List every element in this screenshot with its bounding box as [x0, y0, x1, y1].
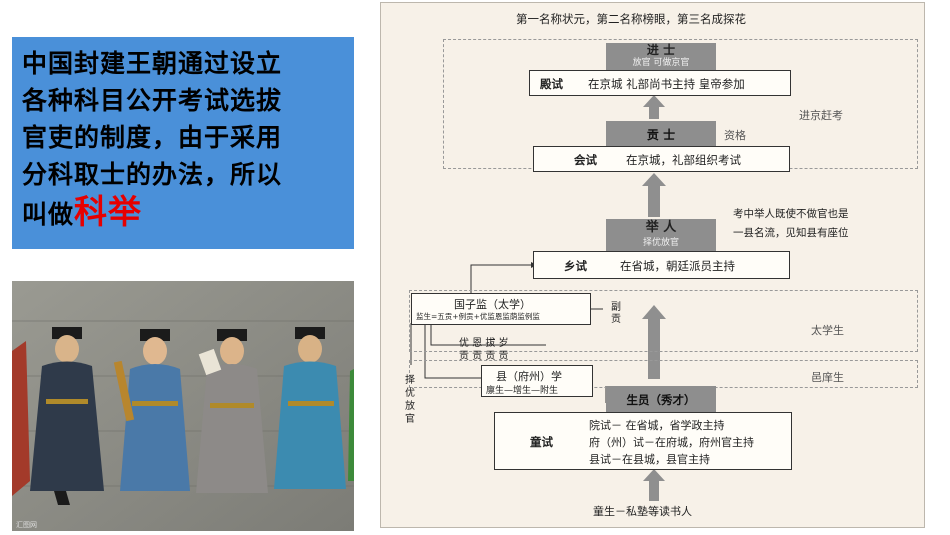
intro-line-5: 叫做科举 — [22, 193, 344, 233]
zeyou-2: 优 — [405, 388, 415, 399]
guozijian-box: 国子监（太学） 监生=五贡+例贡+优监恩监荫监例监 — [411, 293, 591, 325]
juren-title: 举 人 — [645, 220, 677, 235]
arrow-tongsheng-up — [643, 469, 665, 501]
dianshi-box: 殿试 在京城 礼部尚书主持 皇帝参加 — [529, 70, 791, 96]
jinjing-label: 进京赶考 — [799, 109, 843, 122]
connector-guozijian-xiangshi — [470, 264, 531, 293]
gongshi-side: 资格 — [724, 129, 746, 142]
top-note: 第一名称状元，第二名称榜眼，第三名成探花 — [516, 12, 746, 26]
guozijian-sub: 监生=五贡+例贡+优监恩监荫监例监 — [416, 312, 540, 321]
arrow-to-jinshi — [643, 95, 665, 119]
relief-illustration: 汇图网 — [12, 281, 354, 531]
huishi-box: 会试 在京城，礼部组织考试 — [533, 146, 790, 172]
keju-flow-diagram: 第一名称状元，第二名称榜眼，第三名成探花 进 士 放官 可做京官 殿试 在京城 … — [380, 2, 925, 528]
gongshi-box: 贡 士 — [606, 121, 716, 147]
jinshi-title: 进 士 — [646, 43, 676, 57]
yixiangsheng-label: 邑庠生 — [811, 371, 844, 384]
tongshi-box: 童试 院试－ 在省城，省学政主持 府（州）试－在府城，府州官主持 县试－在县城，… — [494, 412, 792, 470]
xianxue-sub: 廪生—增生—附生 — [486, 386, 559, 396]
tongsheng-label: 童生－私塾等读书人 — [593, 505, 692, 518]
dianshi-desc: 在京城 礼部尚书主持 皇帝参加 — [588, 77, 745, 91]
huishi-desc: 在京城，礼部组织考试 — [626, 153, 741, 167]
fugong-label-2: 贡 — [611, 314, 621, 325]
zeyou-1: 择 — [405, 375, 415, 386]
officials-relief-photo: 汇图网 — [12, 281, 354, 531]
guozijian-title: 国子监（太学） — [454, 298, 531, 311]
jinshi-sub: 放官 可做京官 — [632, 58, 690, 68]
juren-note-1: 考中举人既使不做官也是 — [733, 208, 849, 220]
keju-highlight: 科举 — [74, 192, 143, 231]
xiangshi-box: 乡试 在省城，朝廷派员主持 — [533, 251, 790, 279]
gong-labels-1: 优 恩 拔 岁 — [459, 338, 509, 349]
official-figure-1 — [30, 327, 104, 505]
tongshi-label: 童试 — [530, 435, 553, 449]
intro-text-panel: 中国封建王朝通过设立 各种科目公开考试选拔 官吏的制度，由于采用 分科取士的办法… — [12, 37, 354, 249]
intro-line-3: 官吏的制度，由于采用 — [22, 123, 283, 152]
intro-line-2: 各种科目公开考试选拔 — [22, 86, 283, 115]
shengyuan-title: 生员（秀才） — [626, 393, 696, 407]
intro-line-5-prefix: 叫做 — [22, 200, 75, 229]
arrow-to-juren — [642, 173, 666, 217]
juren-box: 举 人 择优放官 — [606, 219, 716, 251]
official-figure-3 — [196, 329, 268, 493]
region-taixue — [409, 290, 918, 352]
zeyou-4: 官 — [405, 414, 415, 425]
connector-gong — [430, 321, 546, 346]
tongshi-line-1: 院试－ 在省城，省学政主持 — [589, 419, 725, 432]
gongshi-title: 贡 士 — [646, 128, 676, 142]
official-figure-4 — [274, 327, 346, 489]
jinshi-box: 进 士 放官 可做京官 — [606, 43, 716, 71]
official-figure-2 — [113, 329, 190, 491]
shengyuan-box: 生员（秀才） — [606, 386, 716, 412]
dianshi-label: 殿试 — [540, 77, 563, 91]
tongshi-line-2: 府（州）试－在府城，府州官主持 — [589, 436, 754, 449]
photo-watermark: 汇图网 — [16, 521, 37, 529]
huishi-label: 会试 — [574, 153, 597, 167]
xianxue-box: 县（府州）学 廪生—增生—附生 — [481, 365, 593, 397]
zeyou-3: 放 — [405, 401, 415, 412]
juren-sub: 择优放官 — [642, 238, 679, 248]
xiangshi-desc: 在省城，朝廷派员主持 — [620, 259, 735, 273]
taixuesheng-label: 太学生 — [811, 324, 844, 337]
xiangshi-label: 乡试 — [564, 259, 587, 273]
gong-labels-2: 贡 贡 贡 贡 — [459, 351, 509, 362]
intro-line-4: 分科取士的办法，所以 — [22, 160, 283, 189]
fugong-label-1: 副 — [611, 302, 621, 313]
intro-line-1: 中国封建王朝通过设立 — [22, 49, 283, 78]
xianxue-title: 县（府州）学 — [496, 370, 562, 383]
juren-note-2: 一县名流，见知县有座位 — [733, 227, 849, 239]
tongshi-line-3: 县试－在县城，县官主持 — [589, 453, 710, 466]
